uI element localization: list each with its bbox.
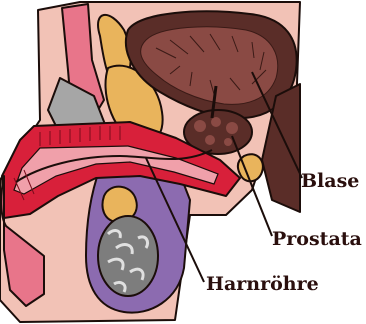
label-prostate: Prostata bbox=[272, 228, 362, 250]
label-bladder: Blase bbox=[301, 170, 359, 192]
label-urethra: Harnröhre bbox=[206, 273, 319, 295]
testis bbox=[98, 216, 158, 296]
